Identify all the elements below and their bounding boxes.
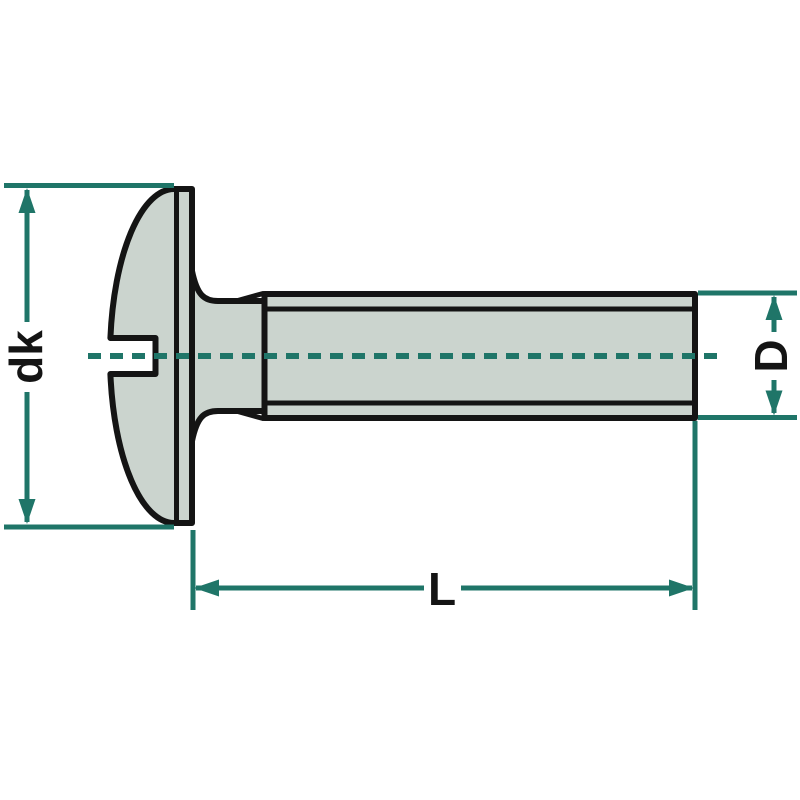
screw-head bbox=[107, 186, 195, 526]
dimension-dk: dk bbox=[0, 183, 174, 530]
dk-arrowhead-up-icon bbox=[18, 188, 36, 213]
dimension-D: D bbox=[698, 290, 797, 420]
l-arrowhead-left-icon bbox=[194, 579, 219, 597]
d-label: D bbox=[745, 339, 797, 372]
d-arrowhead-up-icon bbox=[765, 295, 783, 320]
d-arrowhead-down-icon bbox=[765, 390, 783, 416]
dimension-L: L bbox=[190, 421, 698, 615]
screw-shaft bbox=[261, 291, 698, 421]
thread-runout-line-top bbox=[233, 291, 266, 304]
dk-label: dk bbox=[0, 330, 52, 384]
dk-arrowhead-down-icon bbox=[18, 499, 36, 524]
thread-runout-line-bottom bbox=[233, 408, 266, 421]
l-label: L bbox=[428, 563, 456, 615]
l-arrowhead-right-icon bbox=[669, 579, 694, 597]
